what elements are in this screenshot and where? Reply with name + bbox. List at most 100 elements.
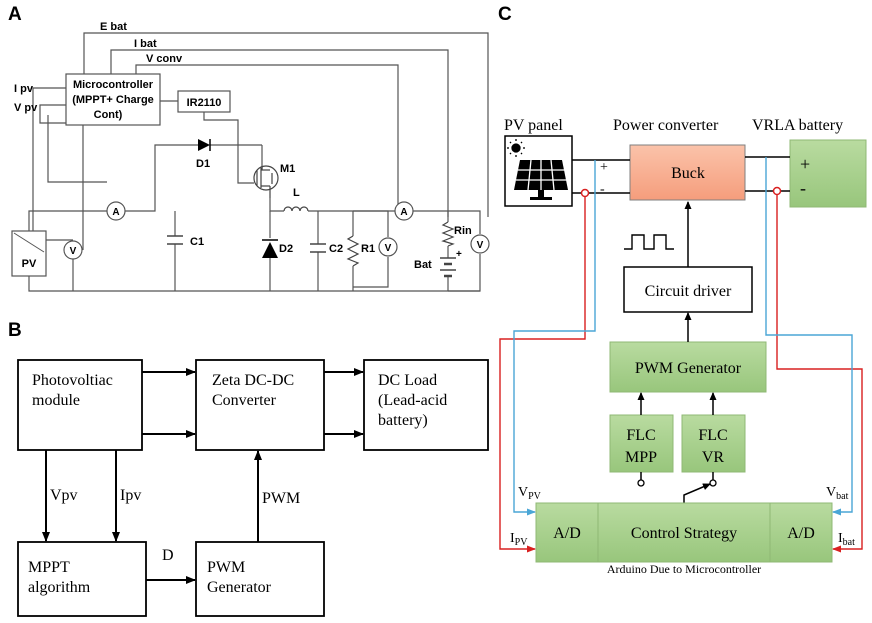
v-pv-label: V pv [14, 102, 38, 114]
load-line3: battery) [378, 412, 428, 429]
i-bat-label: I bat [134, 38, 157, 50]
panel-c-letter: C [498, 4, 512, 25]
d2-label: D2 [279, 243, 293, 255]
vbat-signal-label: Vbat [826, 485, 849, 502]
panel-c-control-arrows [637, 201, 717, 503]
mppt-line1: MPPT [28, 559, 70, 576]
d2-diode-icon [262, 242, 278, 258]
vrla-battery-block [789, 139, 867, 208]
v-conv-label: V conv [146, 53, 183, 65]
panel-a: A [8, 4, 490, 292]
r1-resistor-icon [346, 235, 360, 267]
pwm-signal-label: PWM [262, 490, 300, 507]
voltmeter-bat-label: V [477, 240, 484, 251]
pwm-line1: PWM [207, 559, 245, 576]
vrla-battery-label: VRLA battery [752, 117, 843, 134]
pv-panel-label: PV panel [504, 117, 563, 134]
voltmeter-bat-icon [470, 234, 490, 254]
flc-mpp-line2: MPP [625, 449, 657, 466]
c1-label: C1 [190, 236, 204, 248]
m1-label: M1 [280, 163, 295, 175]
d1-label: D1 [196, 158, 210, 170]
panel-a-wires [28, 32, 489, 292]
ammeter-pv-icon [106, 201, 126, 221]
control-strategy-label: Control Strategy [631, 525, 737, 542]
panel-a-letter: A [8, 4, 22, 25]
load-line1: DC Load [378, 372, 437, 389]
load-line2: (Lead-acid [378, 392, 447, 409]
vpv-signal-label: VPV [518, 485, 542, 502]
ir2110-label: IR2110 [187, 97, 222, 109]
battery-plus-sign: + [800, 154, 810, 174]
panel-c: C PV panel Power converter VRLA battery [498, 4, 867, 576]
ad-right-label: A/D [787, 525, 815, 542]
panel-c-sensing-wires [499, 157, 863, 553]
l-label: L [293, 187, 300, 199]
flc-vr-block [681, 414, 746, 473]
bat-label: Bat [414, 259, 432, 271]
voltmeter-load-icon [378, 237, 398, 257]
mppt-block [17, 541, 147, 617]
voltmeter-load-label: V [385, 243, 392, 254]
i-pv-label: I pv [14, 83, 34, 95]
mosfet-m1-icon [253, 165, 279, 198]
sun-icon [507, 139, 525, 157]
circuit-driver-label: Circuit driver [645, 283, 732, 300]
ipv-signal-label: IPV [510, 531, 528, 548]
pwm-generator-block-c [609, 341, 767, 393]
power-converter-label: Power converter [613, 117, 719, 134]
circuit-driver-block [623, 266, 753, 313]
zeta-line1: Zeta DC-DC [212, 372, 294, 389]
flc-vr-line2: VR [702, 449, 725, 466]
panel-b: B Photovoltiac module Zeta DC-DC Convert… [8, 320, 489, 617]
d-label: D [162, 547, 174, 564]
voltmeter-pv-icon [63, 240, 83, 260]
buck-block [629, 144, 746, 201]
zeta-converter-block [195, 359, 325, 451]
pwm-generator-label-c: PWM Generator [635, 360, 742, 377]
battery-minus-sign: - [800, 178, 806, 198]
pv-source-label: PV [22, 258, 37, 270]
ad-left-label: A/D [553, 525, 581, 542]
voltmeter-pv-label: V [70, 246, 77, 257]
buck-label: Buck [671, 165, 705, 182]
microcontroller-line2: (MPPT+ Charge [72, 94, 154, 106]
pwm-line2: Generator [207, 579, 272, 596]
battery-plus-label: + [456, 249, 462, 260]
microcontroller-line3: Cont) [94, 109, 123, 121]
pv-module-line1: Photovoltiac [32, 372, 113, 389]
dc-load-block [363, 359, 489, 451]
c2-label: C2 [329, 243, 343, 255]
r1-label: R1 [361, 243, 375, 255]
ipv-label: Ipv [120, 487, 141, 504]
vpv-label: Vpv [50, 487, 78, 504]
ammeter-pv-label: A [112, 207, 119, 218]
ammeter-bat-label: A [400, 207, 407, 218]
pv-minus-sign: - [600, 182, 605, 197]
pv-source-box [11, 230, 47, 277]
zeta-line2: Converter [212, 392, 277, 409]
d1-diode-icon [198, 139, 210, 151]
inductor-icon [283, 206, 309, 212]
mppt-line2: algorithm [28, 579, 91, 596]
arduino-caption: Arduino Due to Microcontroller [607, 562, 761, 576]
bat-current-sense-point [772, 186, 782, 196]
pv-module-block [17, 359, 143, 451]
microcontroller-box [65, 73, 161, 126]
rin-label: Rin [454, 225, 472, 237]
solar-panel-icon [514, 159, 568, 200]
flc-vr-line1: FLC [698, 427, 727, 444]
pwm-generator-block [195, 541, 325, 617]
flc-mpp-block [609, 414, 674, 473]
flc-mpp-line1: FLC [626, 427, 655, 444]
ibat-signal-label: Ibat [838, 531, 855, 548]
pv-current-sense-point [580, 188, 590, 198]
panel-b-letter: B [8, 320, 22, 341]
e-bat-label: E bat [100, 21, 127, 33]
pwm-square-wave-icon [624, 234, 674, 250]
switch-contact-mpp [637, 479, 645, 487]
ir2110-box [177, 90, 231, 113]
control-strip [535, 502, 833, 563]
pv-module-line2: module [32, 392, 80, 409]
